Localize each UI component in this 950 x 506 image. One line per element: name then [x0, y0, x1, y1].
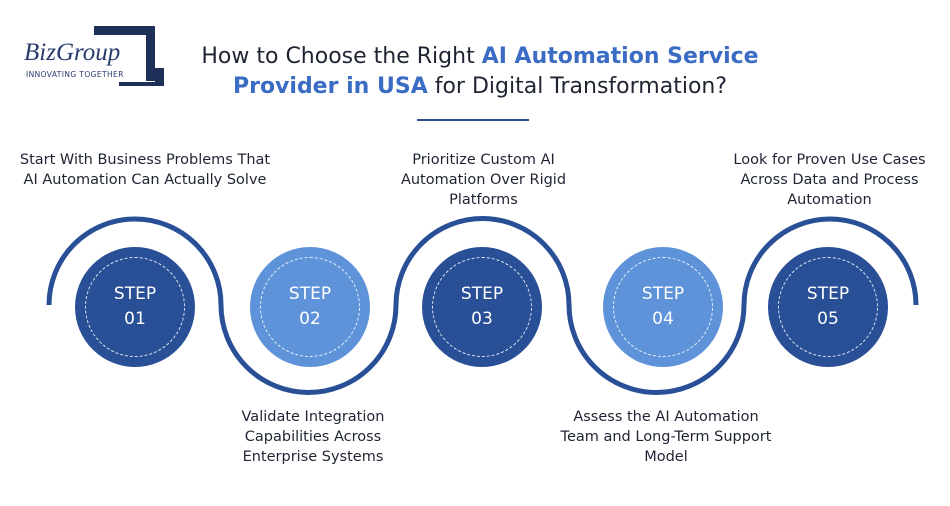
step-02-circle: STEP 02 — [250, 247, 370, 367]
logo-frame — [94, 26, 155, 81]
title-part-1: How to Choose the Right — [201, 44, 482, 69]
step-01-caption: Start With Business Problems That AI Aut… — [19, 152, 271, 188]
step-01-number: 01 — [124, 309, 146, 329]
step-04-number: 04 — [652, 309, 674, 329]
step-05-circle: STEP 05 — [768, 247, 888, 367]
title-highlight: AI Automation Service Provider in USA — [232, 44, 759, 99]
step-02-number: 02 — [299, 309, 321, 329]
step-04-caption: Assess the AI Automation Team and Long-T… — [560, 409, 772, 465]
step-02-label: STEP — [288, 284, 332, 304]
step-05-label: STEP — [806, 284, 850, 304]
title-underline — [417, 119, 529, 121]
step-03-label: STEP — [460, 284, 504, 304]
step-05-caption: Look for Proven Use Cases Across Data an… — [733, 152, 926, 208]
step-01-label: STEP — [113, 284, 157, 304]
logo-tagline: INNOVATING TOGETHER — [26, 70, 128, 79]
step-01-circle: STEP 01 — [75, 247, 195, 367]
step-04-label: STEP — [641, 284, 685, 304]
step-03-number: 03 — [471, 309, 493, 329]
logo-frame-corner — [119, 68, 164, 86]
step-05-number: 05 — [817, 309, 839, 329]
step-03-circle: STEP 03 — [422, 247, 542, 367]
page-title: How to Choose the Right AI Automation Se… — [160, 42, 800, 102]
step-04-circle: STEP 04 — [603, 247, 723, 367]
bizgroup-logo: BizGroup INNOVATING TOGETHER — [24, 26, 164, 86]
step-02-caption: Validate Integration Capabilities Across… — [241, 409, 385, 465]
logo-wordmark: BizGroup — [24, 38, 124, 68]
step-03-caption: Prioritize Custom AI Automation Over Rig… — [400, 152, 567, 208]
title-part-2: for Digital Transformation? — [427, 74, 728, 99]
